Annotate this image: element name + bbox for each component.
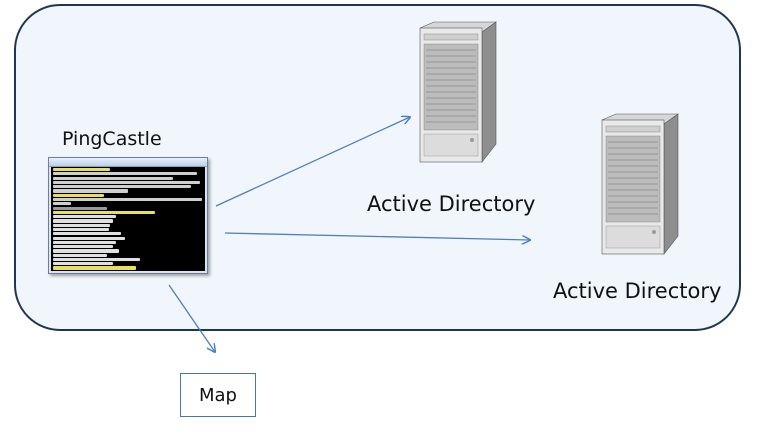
console-output <box>51 167 205 271</box>
pingcastle-label: PingCastle <box>62 128 162 150</box>
arrow-to-ad2 <box>224 232 530 240</box>
arrow-to-map <box>168 284 215 352</box>
ad-server-2-label: Active Directory <box>553 279 722 303</box>
map-output-box: Map <box>180 373 256 417</box>
map-label: Map <box>199 384 237 406</box>
console-screenshot-icon <box>48 157 208 274</box>
arrow-to-ad1 <box>215 117 410 207</box>
ad-server-1-label: Active Directory <box>367 192 536 216</box>
console-titlebar <box>49 158 207 167</box>
